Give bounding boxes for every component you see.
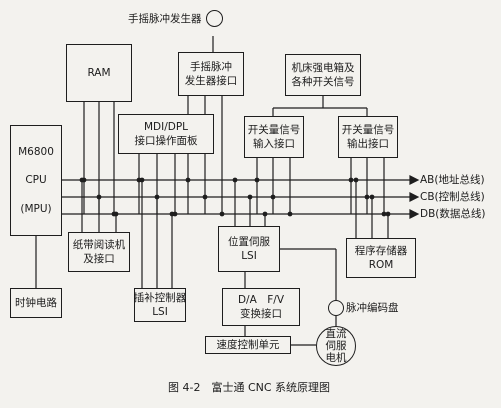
rom-line-1: 程序存储器 [354, 245, 408, 257]
interp-line-2: LSI [152, 306, 168, 318]
tape-reader-block: 纸带阅读机 及接口 [68, 232, 130, 272]
data-bus-label: DB(数据总线) [420, 208, 486, 220]
bus-junction-dots [79, 177, 391, 217]
mpu-line-3: (MPU) [20, 202, 52, 215]
handwheel-iface-line-2: 发生器接口 [184, 75, 238, 87]
motor-line-3: 电机 [325, 352, 347, 364]
mdi-line-2: 接口操作面板 [134, 135, 198, 147]
dav-line-1: D/A F/V [237, 294, 285, 306]
interpolator-block: 插补控制器 LSI [134, 288, 186, 322]
rom-line-2: ROM [368, 259, 394, 271]
sw-in-line-2: 输入接口 [253, 138, 295, 150]
tape-line-1: 纸带阅读机 [72, 239, 126, 251]
machine-cabinet-block: 机床强电箱及 各种开关信号 [285, 54, 361, 96]
sw-out-line-2: 输出接口 [347, 138, 389, 150]
cabinet-line-1: 机床强电箱及 [291, 62, 355, 74]
dav-line-2: 变换接口 [240, 308, 282, 320]
clock-label: 时钟电路 [15, 297, 57, 309]
mdi-line-1: MDI/DPL [143, 121, 189, 133]
mpu-line-2: CPU [25, 174, 47, 187]
da-fv-block: D/A F/V 变换接口 [222, 288, 300, 326]
encoder-label: 脉冲编码盘 [346, 302, 399, 314]
speed-label: 速度控制单元 [216, 339, 280, 351]
speed-control-block: 速度控制单元 [205, 336, 291, 354]
servo-line-2: LSI [241, 250, 257, 262]
position-servo-block: 位置伺服 LSI [218, 226, 280, 272]
control-bus-label: CB(控制总线) [420, 191, 485, 203]
mpu-block: M6800 CPU (MPU) [10, 125, 62, 236]
servo-line-1: 位置伺服 [228, 236, 270, 248]
ram-block: RAM [66, 44, 132, 102]
cabinet-line-2: 各种开关信号 [291, 76, 355, 88]
tape-line-2: 及接口 [83, 253, 115, 265]
ram-label: RAM [87, 67, 111, 79]
figure-caption: 图 4-2 富士通 CNC 系统原理图 [168, 381, 331, 394]
handwheel-generator-label: 手摇脉冲发生器 [128, 13, 202, 25]
handwheel-iface-line-1: 手摇脉冲 [190, 61, 232, 73]
switch-output-block: 开关量信号 输出接口 [338, 116, 398, 158]
clock-circuit-block: 时钟电路 [10, 288, 62, 318]
motor-line-1: 直流 [325, 328, 347, 340]
interp-line-1: 插补控制器 [133, 292, 187, 304]
switch-input-block: 开关量信号 输入接口 [244, 116, 304, 158]
mpu-line-1: M6800 [18, 146, 54, 159]
motor-line-2: 伺服 [325, 340, 347, 352]
sw-out-line-1: 开关量信号 [341, 124, 395, 136]
handwheel-generator-symbol [206, 10, 223, 27]
handwheel-interface-block: 手摇脉冲 发生器接口 [178, 52, 244, 96]
sw-in-line-1: 开关量信号 [247, 124, 301, 136]
dc-servo-motor: 直流 伺服 电机 [316, 326, 356, 366]
rom-block: 程序存储器 ROM [346, 238, 416, 278]
address-bus-label: AB(地址总线) [420, 174, 485, 186]
mdi-panel-block: MDI/DPL 接口操作面板 [118, 114, 214, 154]
pulse-encoder-symbol [328, 300, 344, 316]
